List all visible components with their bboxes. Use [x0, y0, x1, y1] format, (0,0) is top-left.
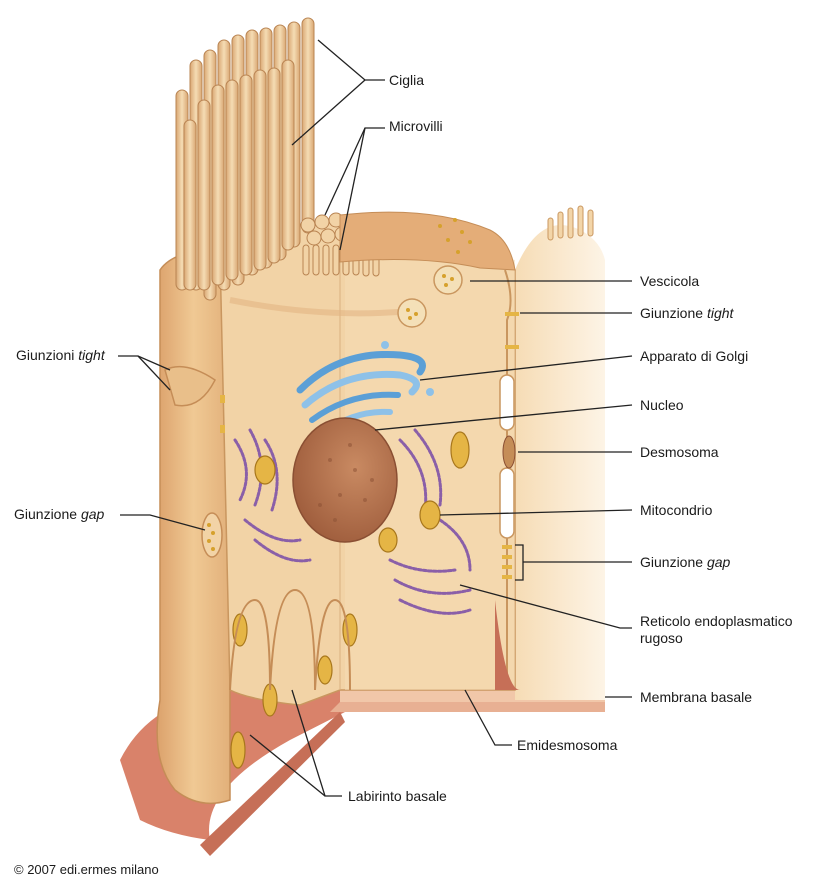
label-giunzione-gap-right: Giunzione gap	[640, 554, 730, 571]
label-nucleo: Nucleo	[640, 397, 684, 413]
label-italic: tight	[706, 305, 734, 321]
label-mitocondrio: Mitocondrio	[640, 502, 713, 518]
label-prefix: Giunzione	[14, 506, 81, 522]
label-prefix: Giunzione	[640, 305, 707, 321]
label-reticolo-line1: Reticolo endoplasmatico	[640, 613, 793, 629]
label-vescicola: Vescicola	[640, 273, 700, 289]
label-giunzione-tight-right: Giunzione tight	[640, 305, 733, 322]
label-emidesmosoma: Emidesmosoma	[517, 737, 618, 753]
label-labirinto-basale: Labirinto basale	[348, 788, 447, 804]
label-reticolo: Reticolo endoplasmatico rugoso	[640, 613, 793, 647]
rough-er	[233, 428, 472, 615]
mitochondria	[230, 431, 470, 769]
label-giunzioni-tight-left: Giunzioni tight	[16, 347, 105, 364]
label-prefix: Giunzioni	[16, 347, 79, 363]
cilia-bundle	[175, 17, 315, 301]
label-microvilli: Microvilli	[389, 118, 443, 134]
label-prefix: Giunzione	[640, 554, 707, 570]
nucleus	[292, 417, 398, 543]
leader-lines	[118, 39, 633, 797]
left-junctions	[164, 365, 225, 558]
basal-labyrinth	[229, 588, 351, 691]
neighbour-cells	[515, 205, 605, 700]
label-reticolo-line2: rugoso	[640, 630, 683, 646]
label-apparato-golgi: Apparato di Golgi	[640, 348, 749, 364]
lateral-membrane	[495, 269, 520, 690]
vesicle	[397, 218, 472, 328]
label-membrana-basale: Membrana basale	[640, 689, 753, 705]
label-italic: gap	[706, 554, 731, 570]
label-ciglia: Ciglia	[389, 72, 425, 88]
label-italic: gap	[80, 506, 105, 522]
label-giunzione-gap-left: Giunzione gap	[14, 506, 104, 523]
label-italic: tight	[78, 347, 105, 363]
copyright-notice: © 2007 edi.ermes milano	[14, 862, 159, 877]
label-desmosoma: Desmosoma	[640, 444, 719, 460]
apical-cap	[339, 211, 516, 271]
